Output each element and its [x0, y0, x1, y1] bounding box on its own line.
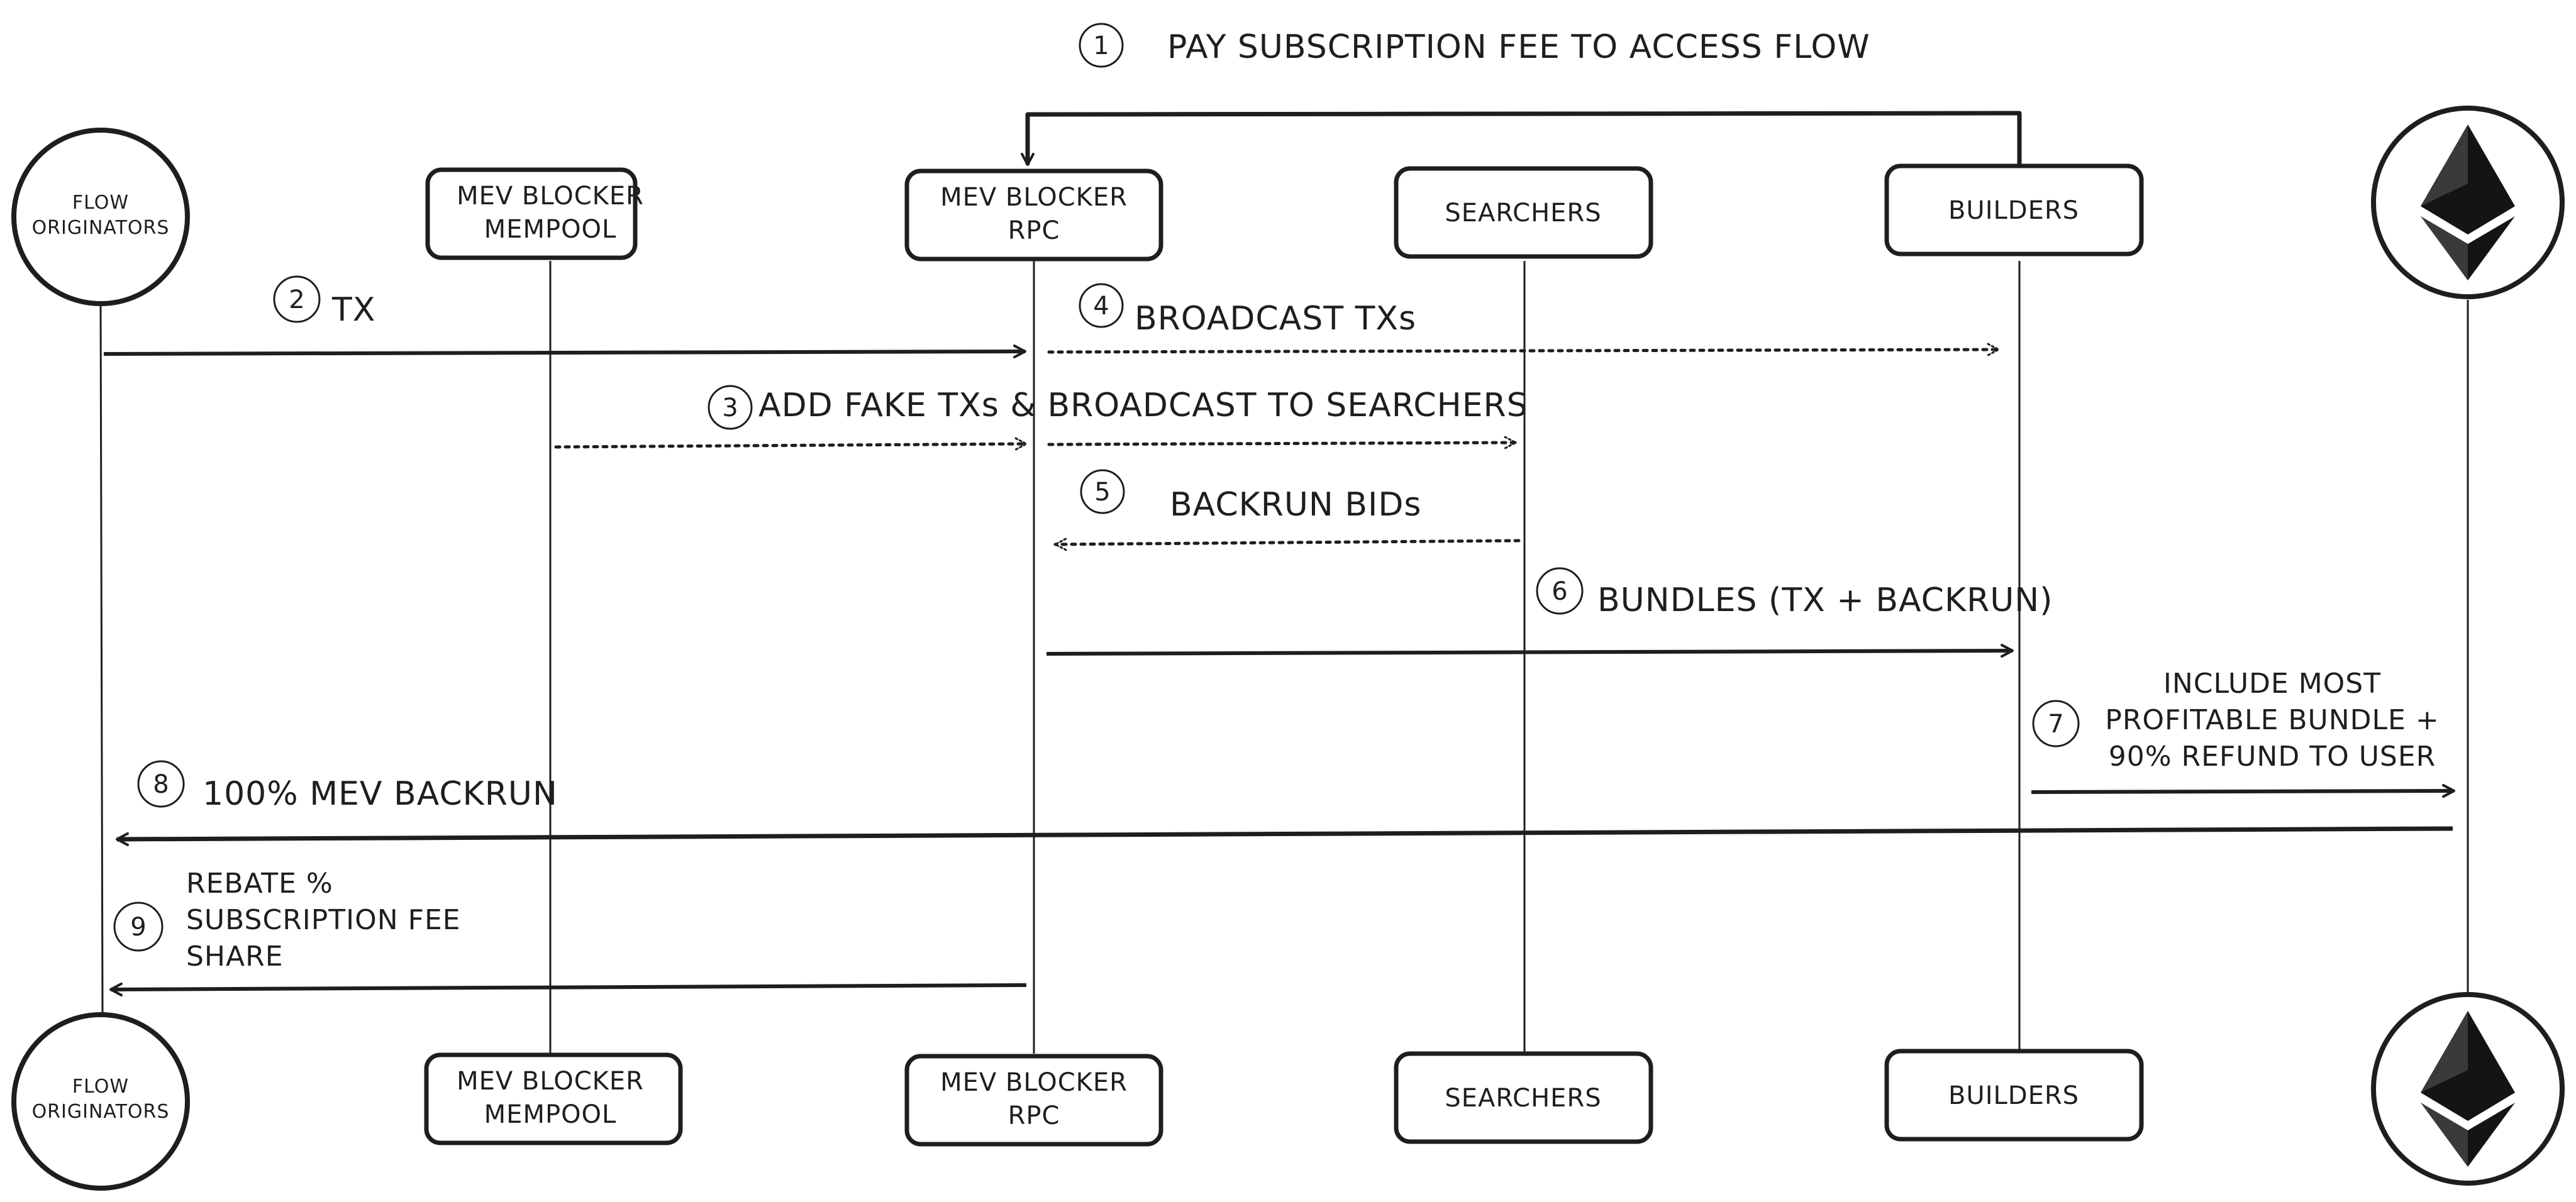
step-2-label: TX: [331, 291, 375, 329]
participant-builders-top: BUILDERS: [1884, 163, 2144, 256]
step-8-number: 8: [153, 770, 169, 799]
participant-flow-originators-top: FLOW ORIGINATORS: [11, 128, 190, 306]
step-4-label: BROADCAST TXs: [1135, 300, 1416, 338]
ethereum-icon: [2421, 124, 2515, 280]
mempool-label-line1: MEV BLOCKER: [457, 182, 644, 211]
rpc-bottom-label-line2: RPC: [1008, 1101, 1060, 1130]
ethereum-icon: [2421, 1011, 2515, 1167]
participant-rpc-top: MEV BLOCKER RPC: [904, 168, 1163, 262]
mempool-bottom-label-line1: MEV BLOCKER: [457, 1067, 644, 1096]
searchers-label: SEARCHERS: [1445, 199, 1601, 228]
participant-mempool-bottom: MEV BLOCKER MEMPOOL: [424, 1052, 683, 1145]
flow-originators-label-line1: FLOW: [72, 192, 129, 214]
step-1-label: PAY SUBSCRIPTION FEE TO ACCESS FLOW: [1167, 28, 1870, 66]
flow-originators-bottom-label-line1: FLOW: [72, 1076, 129, 1098]
step-6: 6 BUNDLES (TX + BACKRUN): [1046, 567, 2053, 658]
rpc-label-line1: MEV BLOCKER: [940, 183, 1128, 212]
step-8-label: 100% MEV BACKRUN: [203, 775, 558, 813]
step-9-label-line2: SUBSCRIPTION FEE: [186, 904, 461, 936]
lifelines: [99, 261, 2469, 1054]
builders-bottom-label: BUILDERS: [1948, 1081, 2079, 1110]
step-9-number: 9: [130, 913, 146, 942]
step-9: 9 REBATE % SUBSCRIPTION FEE SHARE: [109, 868, 1027, 996]
step-9-label-line1: REBATE %: [186, 868, 333, 900]
participant-ethereum-top: [2371, 106, 2565, 299]
step-3-number: 3: [722, 394, 738, 422]
step-6-number: 6: [1552, 577, 1567, 606]
step-3-label: ADD FAKE TXs & BROADCAST TO SEARCHERS: [758, 387, 1528, 424]
step-7-label-line2: PROFITABLE BUNDLE +: [2105, 704, 2439, 736]
step-9-label-line3: SHARE: [186, 940, 284, 973]
step-5: 5 BACKRUN BIDs: [1055, 469, 1521, 544]
participant-flow-originators-bottom: FLOW ORIGINATORS: [11, 1012, 190, 1191]
mempool-label-line2: MEMPOOL: [484, 215, 617, 244]
mempool-bottom-label-line2: MEMPOOL: [484, 1100, 617, 1129]
step-1: 1 PAY SUBSCRIPTION FEE TO ACCESS FLOW: [1021, 23, 2022, 166]
participant-rpc-bottom: MEV BLOCKER RPC: [904, 1054, 1163, 1147]
participant-searchers-top: SEARCHERS: [1394, 166, 1653, 259]
step-7-label-line1: INCLUDE MOST: [2163, 668, 2381, 700]
participant-ethereum-bottom: [2371, 992, 2565, 1186]
step-2: 2 TX: [103, 275, 1026, 359]
step-3: 3 ADD FAKE TXs & BROADCAST TO SEARCHERS: [554, 385, 1528, 447]
step-6-label: BUNDLES (TX + BACKRUN): [1597, 582, 2053, 619]
step-7-number: 7: [2048, 710, 2063, 739]
rpc-label-line2: RPC: [1008, 216, 1060, 245]
step-4: 4 BROADCAST TXs: [1047, 283, 1999, 352]
step-5-number: 5: [1094, 478, 1110, 507]
participant-builders-bottom: BUILDERS: [1884, 1049, 2144, 1142]
step-7: 7 INCLUDE MOST PROFITABLE BUNDLE + 90% R…: [2031, 668, 2455, 798]
step-5-label: BACKRUN BIDs: [1170, 486, 1422, 524]
step-4-number: 4: [1093, 292, 1109, 321]
lifeline-flow-originators: [99, 302, 104, 1013]
participant-mempool-top: MEV BLOCKER MEMPOOL: [425, 167, 644, 260]
step-8: 8 100% MEV BACKRUN: [116, 760, 2453, 846]
searchers-bottom-label: SEARCHERS: [1445, 1084, 1601, 1113]
flow-originators-label-line2: ORIGINATORS: [32, 217, 170, 239]
rpc-bottom-label-line1: MEV BLOCKER: [940, 1068, 1128, 1097]
participant-searchers-bottom: SEARCHERS: [1394, 1051, 1653, 1144]
step-2-number: 2: [289, 285, 304, 314]
step-1-number: 1: [1093, 31, 1109, 60]
step-7-label-line3: 90% REFUND TO USER: [2109, 741, 2436, 773]
flow-originators-bottom-label-line2: ORIGINATORS: [32, 1101, 170, 1123]
builders-label: BUILDERS: [1948, 196, 2079, 225]
